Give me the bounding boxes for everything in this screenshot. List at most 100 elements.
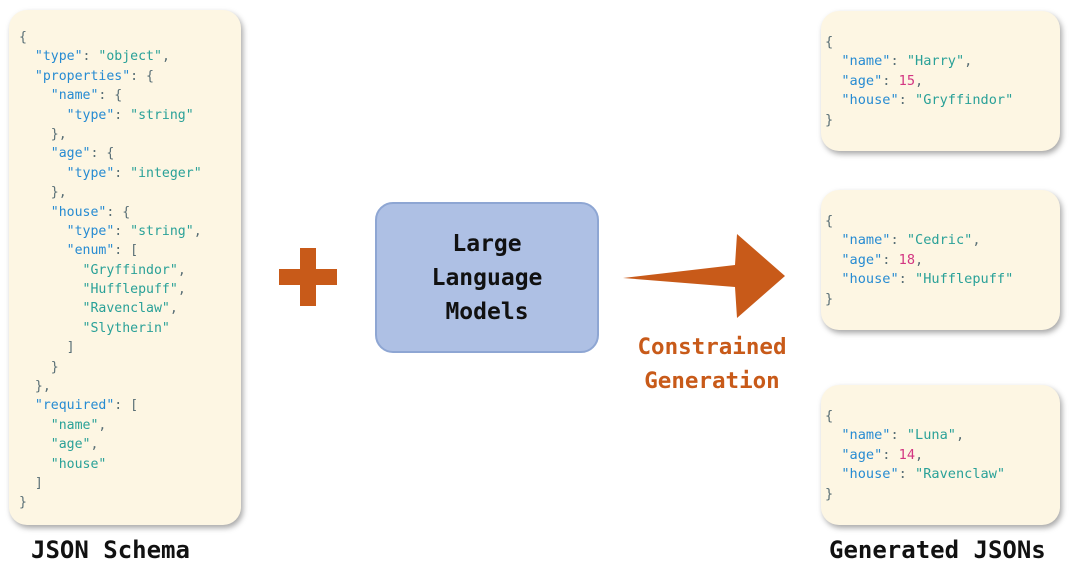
json-punct: : — [898, 271, 916, 288]
json-punct: : — [890, 427, 907, 444]
json-punct: }, — [19, 126, 67, 142]
json-punct: , — [169, 301, 178, 317]
json-punct: }, — [19, 185, 67, 201]
json-punct: ] — [19, 475, 43, 491]
json-number: 15 — [898, 72, 916, 89]
json-string: "Gryffindor" — [82, 262, 178, 278]
json-schema-card: { "type": "object", "properties": { "nam… — [9, 10, 241, 525]
json-punct — [825, 466, 841, 482]
code-line: { — [825, 406, 1060, 425]
json-key: "type" — [66, 107, 115, 123]
json-punct: } — [825, 485, 834, 502]
json-key: "type" — [34, 49, 83, 65]
code-line: "age": 15, — [825, 71, 1060, 90]
json-punct: : — [114, 165, 131, 181]
code-line: "Hufflepuff", — [19, 280, 241, 299]
code-line: "Ravenclaw", — [19, 299, 241, 318]
llm-label: Large Language Models — [431, 230, 543, 325]
json-key: "house" — [50, 204, 107, 220]
json-punct — [19, 457, 51, 472]
json-punct: : — [898, 466, 916, 483]
json-punct — [19, 301, 83, 316]
json-key: "house" — [841, 466, 899, 483]
json-string: "integer" — [130, 165, 202, 181]
json-punct: } — [19, 359, 59, 375]
json-punct: : { — [98, 88, 123, 104]
code-line: "name": "Luna", — [825, 425, 1060, 444]
code-line: "house": "Ravenclaw" — [825, 464, 1060, 483]
code-line: { — [825, 211, 1060, 230]
json-punct — [825, 73, 841, 89]
json-punct: , — [915, 72, 924, 89]
json-schema-caption: JSON Schema — [31, 536, 190, 564]
json-punct: , — [955, 427, 965, 444]
json-string: "Ravenclaw" — [915, 466, 1006, 483]
json-punct: : — [114, 223, 131, 239]
generated-json-code: { "name": "Cedric", "age": 18, "house": … — [825, 211, 1060, 308]
json-punct: , — [98, 417, 107, 433]
json-punct — [19, 69, 35, 84]
json-punct: : — [898, 92, 916, 109]
json-key: "name" — [841, 232, 891, 249]
code-line: }, — [19, 183, 241, 202]
code-line: } — [19, 493, 241, 512]
json-key: "age" — [841, 446, 883, 463]
json-punct: } — [825, 290, 834, 307]
json-punct: , — [177, 282, 186, 298]
json-punct — [19, 282, 83, 297]
json-key: "name" — [50, 88, 99, 104]
json-punct: : — [114, 107, 131, 123]
json-punct: : [ — [114, 243, 139, 259]
json-punct — [19, 146, 51, 161]
json-punct — [19, 418, 51, 433]
json-punct: : — [882, 251, 899, 268]
code-line: "house": "Hufflepuff" — [825, 269, 1060, 288]
code-line: ] — [19, 338, 241, 357]
json-punct — [19, 88, 51, 103]
json-string: "age" — [50, 437, 91, 453]
json-number: 18 — [898, 251, 916, 268]
json-string: "Slytherin" — [82, 320, 170, 336]
json-punct — [19, 224, 67, 239]
json-string: "object" — [98, 49, 162, 65]
json-punct — [825, 92, 841, 108]
generated-json-code: { "name": "Harry", "age": 15, "house": "… — [825, 32, 1060, 129]
json-punct: : — [82, 49, 99, 65]
generated-json-card: { "name": "Cedric", "age": 18, "house": … — [821, 190, 1060, 330]
code-line: } — [825, 484, 1060, 503]
code-line: "name", — [19, 416, 241, 435]
json-schema-code: { "type": "object", "properties": { "nam… — [19, 28, 241, 513]
code-line: "properties": { — [19, 67, 241, 86]
json-punct — [19, 263, 83, 278]
code-line: }, — [19, 377, 241, 396]
json-punct — [825, 232, 841, 248]
plus-icon — [279, 248, 337, 306]
code-line: ] — [19, 474, 241, 493]
json-key: "age" — [50, 146, 91, 162]
json-punct: { — [825, 408, 834, 424]
code-line: } — [825, 110, 1060, 129]
code-line: "name": "Cedric", — [825, 230, 1060, 249]
json-punct: , — [90, 437, 99, 453]
json-string: "Hufflepuff" — [915, 271, 1014, 288]
json-string: "Gryffindor" — [915, 92, 1014, 109]
code-line: "type": "string" — [19, 106, 241, 125]
json-key: "name" — [841, 427, 891, 444]
json-punct: : — [890, 232, 907, 249]
code-line: }, — [19, 125, 241, 144]
json-string: "house" — [50, 456, 107, 472]
json-string: "Cedric" — [906, 232, 973, 249]
json-punct: ] — [19, 340, 75, 356]
code-line: "Slytherin" — [19, 319, 241, 338]
json-key: "type" — [66, 165, 115, 181]
json-punct: , — [193, 223, 202, 239]
json-key: "type" — [66, 223, 115, 239]
json-key: "age" — [841, 251, 883, 268]
code-line: "Gryffindor", — [19, 261, 241, 280]
json-punct: , — [964, 53, 973, 70]
code-line: "age": 18, — [825, 250, 1060, 269]
constrained-generation-label: Constrained Generation — [637, 334, 787, 394]
json-punct: : [ — [114, 398, 139, 414]
json-punct: , — [972, 232, 981, 249]
json-punct: }, — [19, 379, 51, 395]
